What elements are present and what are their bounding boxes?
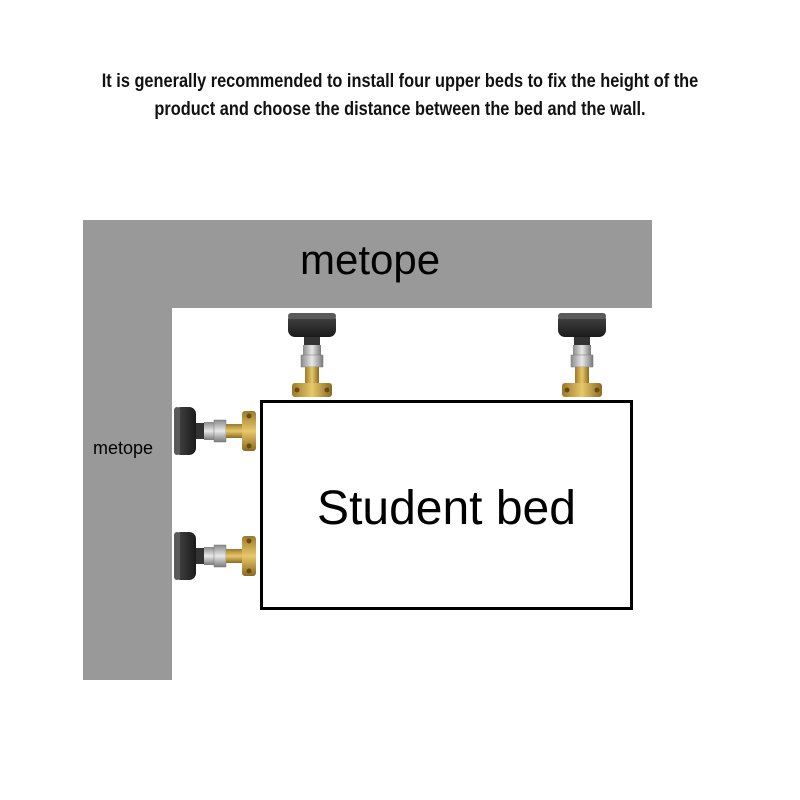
top-wall-label: metope [300,236,441,283]
caption-line-2: product and choose the distance between … [154,99,646,120]
caption-line-1: It is generally recommended to install f… [101,71,699,92]
top-wall [83,220,652,308]
bed-anchor-icon [172,405,260,457]
left-wall [83,220,172,680]
instruction-caption: It is generally recommended to install f… [73,68,727,124]
left-wall-label: metope [93,438,154,458]
bed-anchor-icon [172,530,260,582]
student-bed: Student bed [260,400,633,610]
bed-label: Student bed [317,482,576,535]
bed-anchor-icon [286,311,338,401]
bed-anchor-icon [556,311,608,401]
